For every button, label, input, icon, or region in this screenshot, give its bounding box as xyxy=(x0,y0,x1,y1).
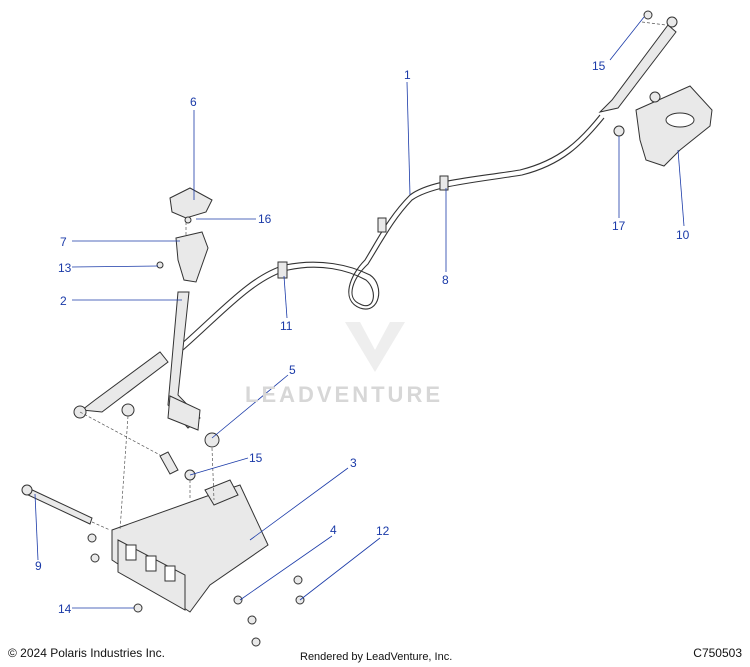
callout-7: 7 xyxy=(60,235,67,249)
shift-lever xyxy=(121,187,220,481)
callout-12: 12 xyxy=(376,524,390,538)
diagram-id: C750503 xyxy=(693,646,742,660)
assembly-lines xyxy=(79,21,667,531)
callout-1: 1 xyxy=(404,68,411,82)
copyright-text: © 2024 Polaris Industries Inc. xyxy=(8,646,165,660)
callout-11: 11 xyxy=(280,319,293,333)
pivot-pin xyxy=(21,484,93,525)
callout-17: 17 xyxy=(612,219,626,233)
base-bracket xyxy=(111,479,269,613)
callout-6: 6 xyxy=(190,95,197,109)
callout-2: 2 xyxy=(60,294,67,308)
leader-lines xyxy=(34,16,685,609)
callout-4: 4 xyxy=(330,523,337,537)
watermark-text: LEADVENTURE xyxy=(245,382,444,407)
callout-15a: 15 xyxy=(249,451,263,465)
callout-10: 10 xyxy=(676,228,690,242)
callout-15b: 15 xyxy=(592,59,606,73)
callout-13: 13 xyxy=(58,261,72,275)
mount-bracket xyxy=(613,85,713,167)
callout-8: 8 xyxy=(442,273,449,287)
callout-14: 14 xyxy=(58,602,72,616)
callout-5: 5 xyxy=(289,363,296,377)
callouts: 1 2 3 4 5 6 7 8 9 10 11 12 13 14 15 15 1… xyxy=(35,59,690,616)
callout-16: 16 xyxy=(258,212,272,226)
rendered-by-text: Rendered by LeadVenture, Inc. xyxy=(300,651,453,663)
callout-3: 3 xyxy=(350,456,357,470)
shift-cable xyxy=(73,10,678,419)
watermark-logo xyxy=(345,322,405,372)
callout-9: 9 xyxy=(35,559,42,573)
